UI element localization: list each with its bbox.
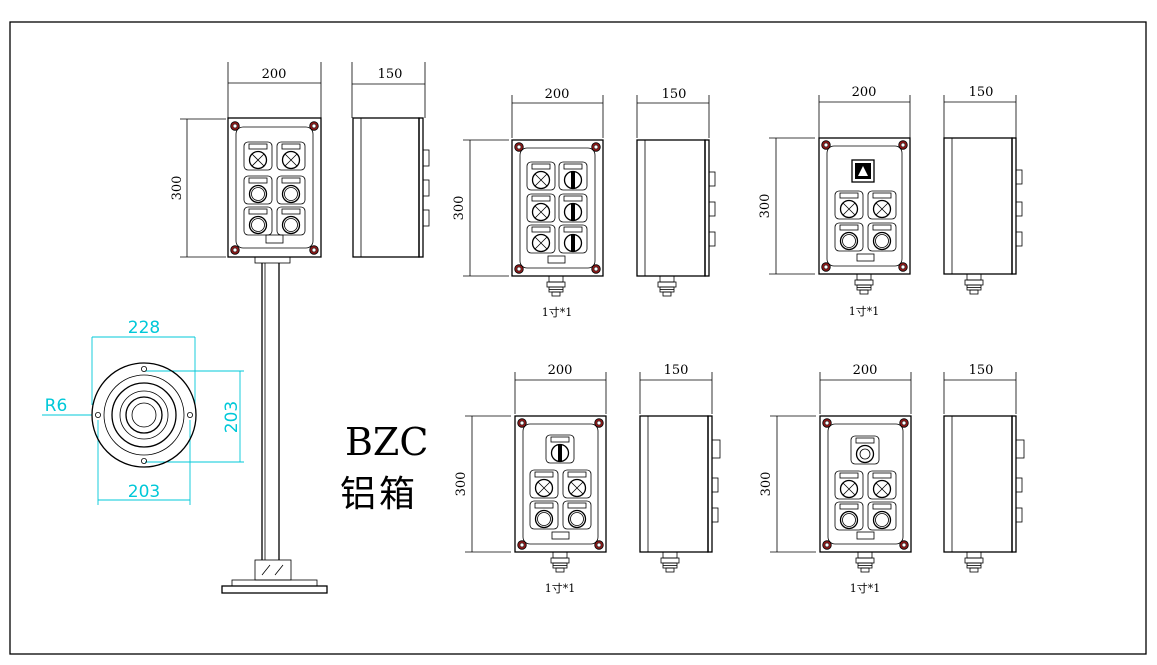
dim-depth: 150	[662, 87, 687, 102]
flange-top-view: 228 203 203 R6	[42, 318, 244, 505]
variant-d-front-view: 200 300 1寸*1	[759, 363, 912, 595]
pushbutton-icon	[529, 500, 559, 530]
indicator-lamp-icon	[867, 190, 897, 220]
series-title: BZC	[345, 420, 428, 464]
dim-depth: 150	[969, 363, 994, 378]
material-title: 铝箱	[340, 474, 418, 515]
indicator-lamp-icon	[834, 470, 864, 500]
dim-width: 200	[853, 363, 878, 378]
dim-flange-bolt-v: 203	[222, 401, 242, 433]
cable-gland	[546, 275, 566, 297]
variant-b-front-view: 200 300 1寸*1	[758, 85, 911, 318]
pushbutton-icon	[243, 175, 273, 205]
dim-width: 200	[262, 67, 287, 82]
dim-width: 200	[545, 87, 570, 102]
cable-gland	[660, 551, 680, 573]
dim-depth: 150	[378, 67, 403, 82]
pushbutton-icon	[867, 222, 897, 252]
dim-height: 300	[759, 472, 774, 497]
dim-width: 200	[852, 85, 877, 100]
indicator-lamp-icon	[529, 469, 559, 499]
selector-switch-icon	[558, 224, 588, 254]
cable-gland	[855, 551, 875, 573]
indicator-lamp-icon	[526, 161, 556, 191]
pushbutton-icon	[562, 500, 592, 530]
cable-entry-label: 1寸*1	[545, 581, 576, 595]
variant-c-front-view: 200 300 1寸*1	[454, 363, 607, 595]
selector-switch-icon	[545, 434, 575, 464]
indicator-lamp-icon	[243, 141, 273, 171]
cable-gland	[854, 273, 874, 295]
dim-height: 300	[452, 196, 467, 221]
dim-flange-radius: R6	[45, 396, 68, 416]
pushbutton-icon	[276, 206, 306, 236]
indicator-lamp-icon	[562, 469, 592, 499]
pushbutton-icon	[834, 222, 864, 252]
indicator-lamp-icon	[276, 141, 306, 171]
key-switch-icon	[850, 435, 880, 465]
cable-entry-label: 1寸*1	[542, 305, 573, 319]
dim-flange-bolt: 203	[128, 482, 160, 502]
cable-gland	[657, 275, 677, 297]
main-side-view: 150	[351, 62, 430, 258]
variant-a-side-view: 150	[636, 87, 716, 297]
warning-sign-icon	[851, 159, 875, 183]
cable-entry-label: 1寸*1	[849, 304, 880, 318]
dim-height: 300	[454, 472, 469, 497]
cable-gland	[964, 273, 984, 295]
pushbutton-icon	[834, 501, 864, 531]
cable-entry-label: 1寸*1	[850, 581, 881, 595]
selector-switch-icon	[558, 161, 588, 191]
variant-a-front-view: 200 300 1寸*1	[452, 87, 604, 319]
dim-width: 200	[548, 363, 573, 378]
pushbutton-icon	[276, 175, 306, 205]
indicator-lamp-icon	[867, 470, 897, 500]
cable-gland	[964, 551, 984, 573]
pushbutton-icon	[243, 206, 273, 236]
indicator-lamp-icon	[834, 190, 864, 220]
variant-b-side-view: 150	[943, 85, 1023, 295]
dim-depth: 150	[969, 85, 994, 100]
dim-flange-outer: 228	[128, 318, 160, 338]
pushbutton-icon	[867, 501, 897, 531]
variant-d-side-view: 150	[943, 363, 1025, 573]
selector-switch-icon	[558, 193, 588, 223]
dim-height: 300	[758, 194, 773, 219]
variant-c-side-view: 150	[639, 363, 721, 573]
indicator-lamp-icon	[526, 193, 556, 223]
dim-depth: 150	[664, 363, 689, 378]
dim-height: 300	[170, 176, 185, 201]
cable-gland	[550, 551, 570, 573]
drawing-frame	[9, 21, 1147, 655]
main-front-view: 200 300	[170, 62, 328, 594]
indicator-lamp-icon	[526, 224, 556, 254]
